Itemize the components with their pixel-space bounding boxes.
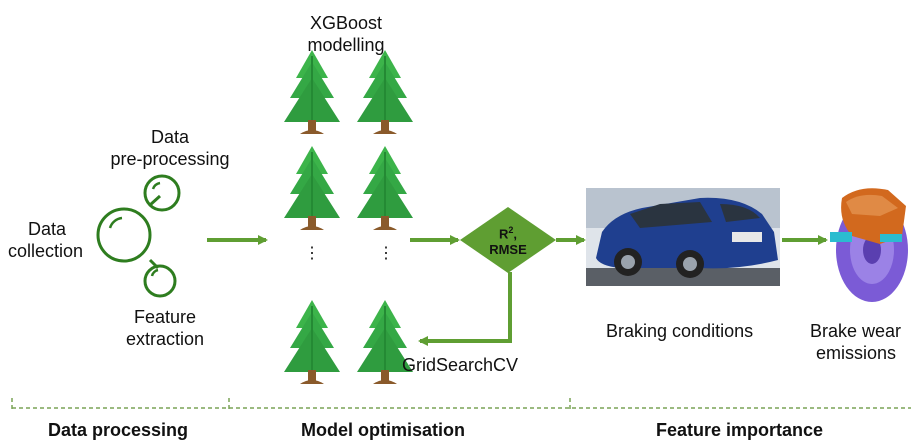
metric-rmse: RMSE: [489, 242, 527, 258]
network-node-icon: [96, 174, 181, 298]
brake-wear-label: Brake wear emissions: [810, 320, 901, 364]
ellipsis-right: ⋮: [378, 245, 394, 262]
arrow-feedback-gridsearch: [418, 272, 512, 346]
xgboost-label-line1: XGBoost: [309, 13, 383, 33]
ellipsis-left: ⋮: [304, 245, 320, 262]
metric-diamond: [460, 207, 556, 273]
tree-icon: [356, 146, 414, 231]
tree-icon: [283, 300, 341, 385]
feature-extraction-label: Feature extraction: [110, 306, 220, 350]
preprocessing-label-line1: Data: [150, 127, 190, 147]
metric-label: R2, RMSE: [478, 222, 538, 258]
preprocessing-label: Data pre-processing: [100, 126, 240, 170]
collection-label: Data collection: [8, 218, 83, 262]
gridsearch-label: GridSearchCV: [402, 355, 519, 375]
metric-r2-sup: 2: [508, 225, 514, 235]
brake-wear-label-line2: emissions: [816, 343, 897, 363]
metric-comma: ,: [513, 226, 518, 242]
xgboost-label: XGBoost modelling: [296, 12, 396, 56]
car-image: [586, 188, 780, 286]
feature-extraction-label-line2: extraction: [125, 329, 205, 349]
braking-conditions-label: Braking conditions: [606, 321, 754, 341]
tree-icon: [283, 50, 341, 135]
section-bracket: [11, 398, 911, 410]
metric-r2: R: [498, 226, 509, 242]
preprocessing-label-line2: pre-processing: [110, 149, 230, 169]
section-feature-importance: Feature importance: [656, 420, 824, 440]
collection-label-line1: Data: [28, 219, 67, 239]
feature-extraction-label-line1: Feature: [133, 307, 197, 327]
xgboost-label-line2: modelling: [307, 35, 385, 55]
brake-wear-label-line1: Brake wear: [810, 321, 902, 341]
brake-disc-image: [830, 188, 908, 302]
section-data-processing: Data processing: [48, 420, 189, 440]
collection-label-line2: collection: [8, 241, 84, 261]
tree-icon: [356, 50, 414, 135]
tree-icon: [283, 146, 341, 231]
section-model-optimisation: Model optimisation: [301, 420, 465, 440]
